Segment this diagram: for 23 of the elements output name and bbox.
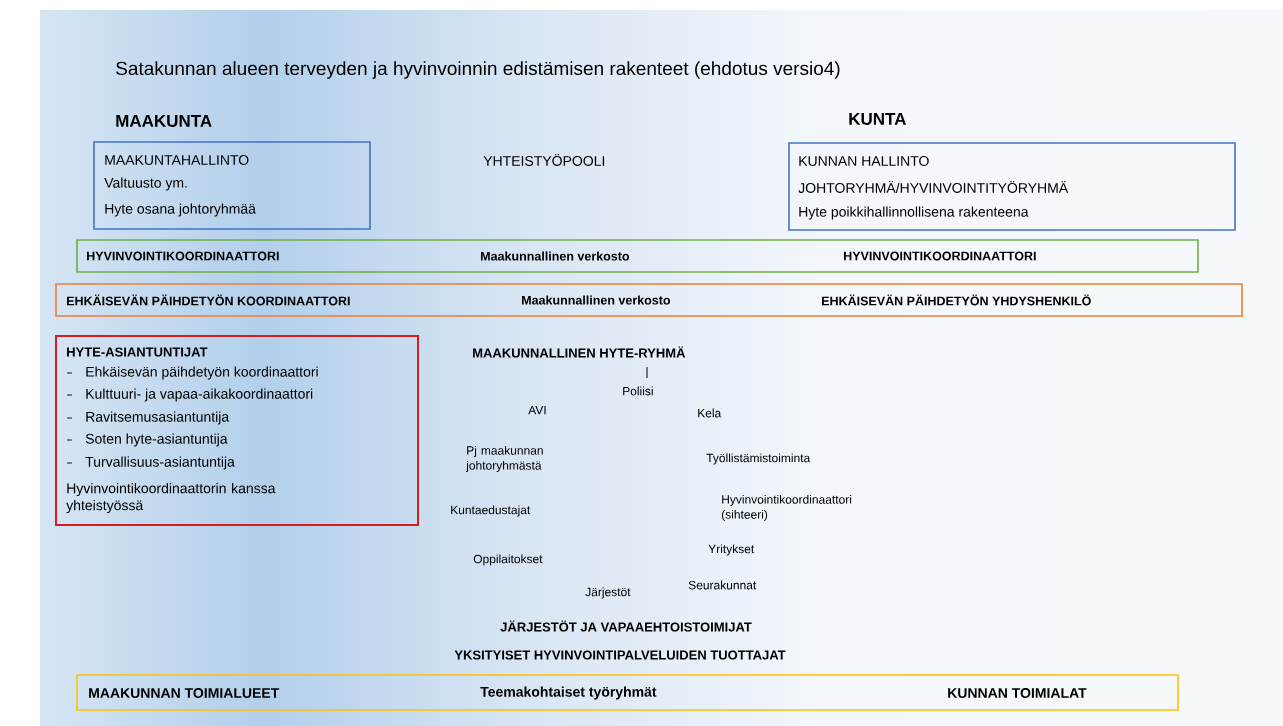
expert-box: HYTE-ASIANTUNTIJAT Ehkäisevän päihdetyön koordinaattori Kulttuuri- ja vapaa-aikakoordinaattori Ravitsemusasiantuntija Soten hyte-asiantuntija Turvallisuus-asiantuntija Hyvinvointikoordinaattorin kanssa yhteistyössä bbox=[55, 335, 419, 526]
member-label: Oppilaitokset bbox=[473, 554, 543, 566]
section-heading: KUNTA bbox=[849, 113, 906, 125]
pool-label: YHTEISTYÖPOOLI bbox=[483, 154, 605, 166]
member-label: AVI bbox=[528, 405, 546, 415]
member-label: Kuntaedustajat bbox=[451, 505, 531, 517]
group-heading: YKSITYISET HYVINVOINTIPALVELUIDEN TUOTTAJAT bbox=[454, 650, 786, 660]
member-label: Hyvinvointikoordinaattori (sihteeri) bbox=[721, 494, 852, 522]
member-label: Pj maakunnan johtoryhmästä bbox=[465, 445, 543, 473]
member-label: Yritykset bbox=[708, 544, 755, 556]
title: Satakunnan alueen terveyden ja hyvinvoinnin edistämisen rakenteet (ehdotus versio4) bbox=[116, 61, 840, 79]
group-heading: MAAKUNNALLINEN HYTE-RYHMÄ bbox=[473, 346, 686, 358]
admin-box: KUNNAN HALLINTO JOHTORYHMÄ/HYVINVOINTITYÖRYHMÄ Hyte poikkihallinnollisena rakenteena bbox=[788, 142, 1236, 231]
member-label: Poliisi bbox=[623, 386, 653, 396]
sector-band: MAAKUNNAN TOIMIALUEET Teemakohtaiset työryhmät KUNNAN TOIMIALAT bbox=[76, 674, 1179, 711]
admin-box: MAAKUNTAHALLINTO Valtuusto ym. Hyte osana johtoryhmää bbox=[93, 141, 371, 230]
network-band: EHKÄISEVÄN PÄIHDETYÖN KOORDINAATTORI Maakunnallinen verkosto EHKÄISEVÄN PÄIHDETYÖN YHDYSHENKILÖ bbox=[55, 283, 1243, 317]
network-band: HYVINVOINTIKOORDINAATTORI Maakunnallinen verkosto HYVINVOINTIKOORDINAATTORI bbox=[76, 239, 1199, 273]
member-label: Seurakunnat bbox=[688, 580, 757, 590]
member-label: Järjestöt bbox=[585, 587, 631, 599]
member-label: Työllistämistoiminta bbox=[706, 453, 811, 465]
member-label: Kela bbox=[698, 408, 722, 418]
group-heading: JÄRJESTÖT JA VAPAAEHTOISTOIMIJAT bbox=[500, 620, 752, 632]
